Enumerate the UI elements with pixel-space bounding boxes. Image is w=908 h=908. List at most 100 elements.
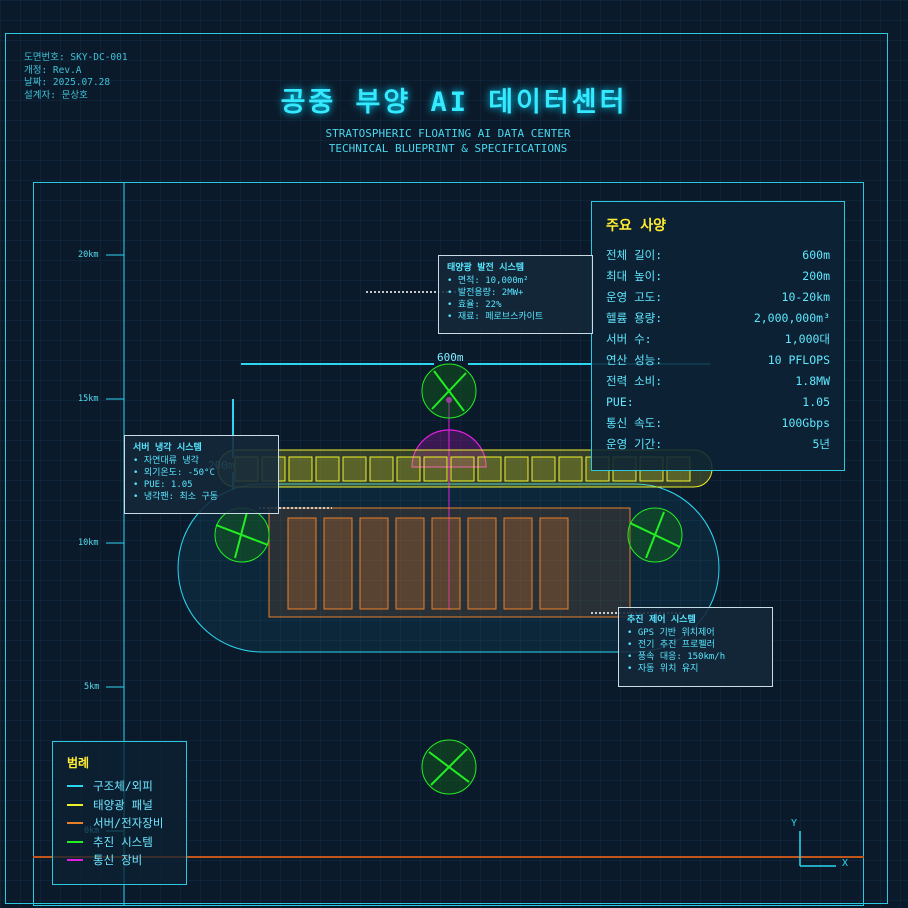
server-bay: [268, 507, 631, 618]
callout-propulsion-line: • 전기 추진 프로펠러: [627, 640, 715, 650]
server-rack: [323, 517, 353, 610]
spec-row: 전력 소비: 1.8MW: [606, 371, 830, 392]
legend-label: 서버/전자장비: [93, 816, 164, 830]
callout-cooling-line: • 외기온도: -50°C: [133, 468, 215, 478]
spec-row: 서버 수: 1,000대: [606, 329, 830, 350]
callout-solar-line: • 면적: 10,000m²: [447, 276, 529, 286]
callout-propulsion-line: • GPS 기반 위치제어: [627, 628, 715, 638]
callout-cooling: 서버 냉각 시스템 • 자연대류 냉각 • 외기온도: -50°C • PUE:…: [124, 435, 279, 514]
spec-label: 운영 기간:: [606, 437, 663, 451]
solar-panel: [531, 456, 556, 482]
legend-label: 추진 시스템: [93, 834, 153, 849]
callout-propulsion-title: 추진 제어 시스템: [627, 615, 696, 625]
spec-label: 전체 길이:: [606, 248, 663, 262]
spec-value: 100Gbps: [781, 416, 830, 430]
spec-label: PUE:: [606, 395, 634, 409]
legend-item: 태양광 패널: [67, 796, 174, 815]
spec-value: 10 PFLOPS: [767, 353, 830, 367]
legend-title: 범례: [67, 756, 90, 770]
designer: 설계자: 문상호: [24, 89, 88, 101]
spec-row: 전체 길이: 600m: [606, 245, 830, 266]
spec-table: 전체 길이: 600m 최대 높이: 200m 운영 고도:10-20km 헬륨 용량: 2…: [606, 245, 830, 455]
date: 날짜: 2025.07.28: [24, 77, 111, 88]
callout-solar: 태양광 발전 시스템 • 면적: 10,000m² • 발전용량: 2MW+ •…: [438, 255, 593, 334]
title-block-meta: 도면번호: SKY-DC-001 개정: Rev.A 날짜: 2025.07.2…: [24, 52, 128, 102]
subtitle-line-2: TECHNICAL BLUEPRINT & SPECIFICATIONS: [328, 142, 568, 155]
spec-label: 헬륨 용량:: [606, 311, 663, 325]
server-rack: [539, 517, 569, 610]
spec-title: 주요 사양: [606, 218, 666, 234]
server-rack: [503, 517, 533, 610]
solar-panel: [396, 456, 421, 482]
callout-propulsion-line: • 자동 위치 유지: [627, 664, 699, 674]
spec-value: 1.8MW: [795, 374, 830, 388]
callout-cooling-line: • 자연대류 냉각: [133, 456, 199, 466]
page-subtitle: STRATOSPHERIC FLOATING AI DATA CENTER TE…: [0, 126, 896, 156]
spec-row: 연산 성능: 10 PFLOPS: [606, 350, 830, 371]
propeller-bottom: [421, 739, 477, 795]
callout-solar-line: • 효율: 22%: [447, 300, 502, 310]
legend-label: 태양광 패널: [93, 797, 153, 812]
legend-label: 통신 장비: [93, 853, 143, 867]
legend-label: 구조체/외피: [93, 779, 153, 793]
solar-panel: [315, 456, 340, 482]
legend-swatch: [67, 859, 83, 862]
server-rack: [287, 517, 317, 610]
spec-label: 최대 높이:: [606, 269, 663, 283]
callout-solar-line: • 발전용량: 2MW+: [447, 288, 524, 298]
server-rack: [431, 517, 461, 610]
altitude-label-5km: 5km: [84, 682, 100, 692]
spec-row: 운영 고도:10-20km: [606, 287, 830, 308]
server-rack: [359, 517, 389, 610]
legend-swatch: [67, 785, 83, 788]
altitude-label-20km: 20km: [78, 250, 99, 260]
altitude-label-15km: 15km: [78, 394, 99, 404]
spec-row: 통신 속도: 100Gbps: [606, 413, 830, 434]
spec-label: 전력 소비:: [606, 374, 663, 388]
comm-antenna-tip: [446, 397, 452, 403]
propeller-top: [421, 363, 477, 419]
spec-value: 600m: [802, 248, 830, 262]
spec-panel: 주요 사양 전체 길이: 600m 최대 높이: 200m 운영 고도:10-20km 헬…: [591, 201, 845, 471]
spec-value: 200m: [802, 269, 830, 283]
spec-row: 최대 높이: 200m: [606, 266, 830, 287]
subtitle-line-1: STRATOSPHERIC FLOATING AI DATA CENTER: [325, 127, 571, 140]
spec-label: 연산 성능:: [606, 353, 663, 367]
altitude-label-10km: 10km: [78, 538, 99, 548]
callout-solar-title: 태양광 발전 시스템: [447, 263, 525, 273]
legend-item: 구조체/외피: [67, 777, 174, 796]
propeller-left: [214, 507, 270, 563]
legend-item: 통신 장비: [67, 851, 174, 870]
spec-value: 2,000,000m³: [753, 311, 830, 325]
callout-propulsion-line: • 풍속 대응: 150km/h: [627, 652, 726, 662]
callout-cooling-line: • PUE: 1.05: [133, 480, 193, 490]
legend-item: 추진 시스템: [67, 833, 174, 852]
spec-value: 5년: [812, 437, 830, 451]
spec-value: 10-20km: [781, 290, 830, 304]
spec-row: 운영 기간: 5년: [606, 434, 830, 455]
solar-panel: [477, 456, 502, 482]
xy-axis-indicator: [799, 831, 836, 867]
spec-value: 1,000대: [784, 332, 830, 346]
outer-frame: [5, 33, 888, 904]
drawing-number: 도면번호: SKY-DC-001: [24, 52, 128, 63]
solar-panel: [288, 456, 313, 482]
spec-label: 통신 속도:: [606, 416, 663, 430]
axis-y-label: Y: [791, 818, 798, 829]
solar-panel: [558, 456, 583, 482]
server-rack: [467, 517, 497, 610]
spec-label: 서버 수:: [606, 332, 652, 346]
server-rack-array: [287, 517, 569, 610]
revision: 개정: Rev.A: [24, 64, 82, 76]
legend-swatch: [67, 822, 83, 825]
solar-panel: [342, 456, 367, 482]
page-title: 공중 부양 AI 데이터센터: [280, 87, 628, 118]
legend-item: 서버/전자장비: [67, 814, 174, 833]
length-dimension-label: 600m: [437, 351, 464, 364]
spec-row: PUE:1.05: [606, 392, 830, 413]
drawing-frame: [33, 182, 864, 906]
legend-swatch: [67, 840, 83, 843]
server-rack: [395, 517, 425, 610]
